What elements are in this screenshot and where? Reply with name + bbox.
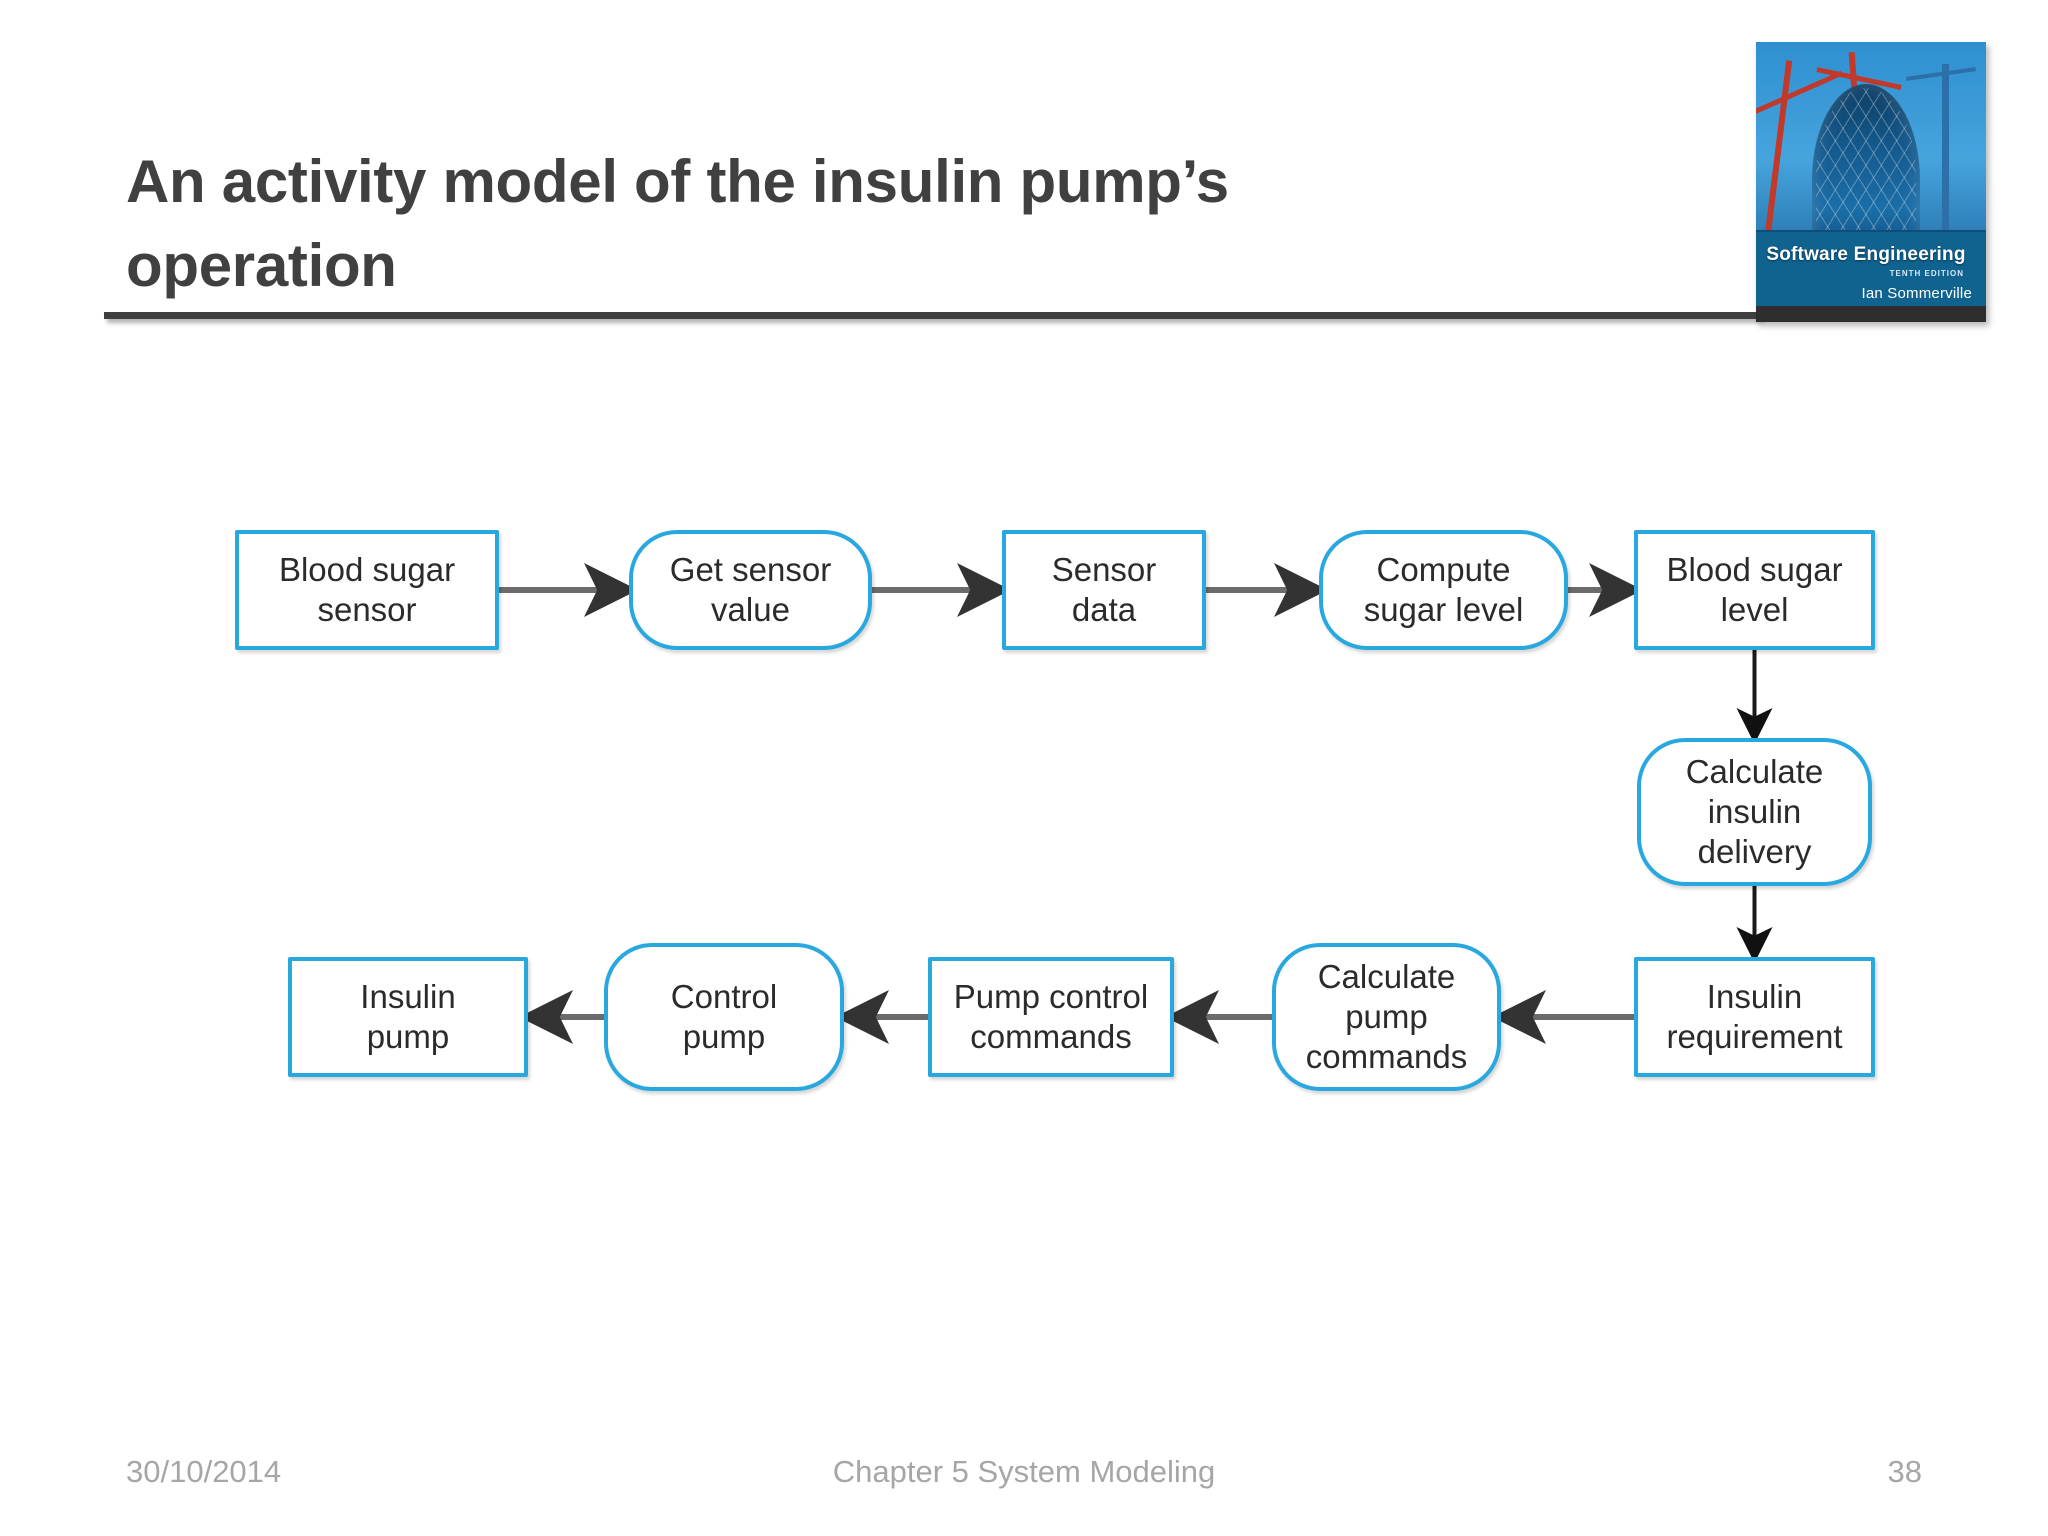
footer-date: 30/10/2014 [126, 1454, 282, 1489]
node-label: Blood sugar sensor [278, 551, 456, 628]
page-title: An activity model of the insulin pump’s … [126, 148, 1229, 300]
node-sensor-data: Sensor data [1002, 530, 1206, 650]
node-label: Sensor data [1051, 551, 1157, 628]
node-label: Blood sugar level [1666, 551, 1843, 628]
node-compute-sugar-level: Compute sugar level [1319, 530, 1568, 650]
node-get-sensor-value: Get sensor value [629, 530, 872, 650]
title-divider [104, 312, 1760, 319]
footer-page-number: 38 [1887, 1454, 1922, 1489]
cover-author: Ian Sommerville [1861, 285, 1972, 302]
crane-icon [1942, 64, 1949, 260]
node-label: Insulin requirement [1666, 978, 1843, 1055]
node-insulin-pump: Insulin pump [288, 957, 528, 1077]
node-control-pump: Control pump [604, 943, 844, 1091]
book-cover-image: Software Engineering TENTH EDITION Ian S… [1756, 42, 1986, 322]
cover-edition: TENTH EDITION [1889, 269, 1964, 278]
node-label: Compute sugar level [1363, 551, 1524, 628]
node-label: Insulin pump [360, 978, 456, 1055]
node-pump-control-commands: Pump control commands [928, 957, 1174, 1077]
node-blood-sugar-sensor: Blood sugar sensor [235, 530, 499, 650]
node-label: Pump control commands [953, 978, 1149, 1055]
node-calculate-pump-commands: Calculate pump commands [1272, 943, 1501, 1091]
node-insulin-requirement: Insulin requirement [1634, 957, 1875, 1077]
node-label: Get sensor value [669, 551, 832, 628]
node-label: Control pump [670, 978, 778, 1055]
cover-band [1756, 232, 1986, 306]
footer-chapter: Chapter 5 System Modeling [832, 1454, 1216, 1489]
node-label: Calculate pump commands [1305, 958, 1468, 1075]
node-label: Calculate insulin delivery [1685, 753, 1824, 870]
cover-title: Software Engineering [1766, 244, 1966, 265]
node-blood-sugar-level: Blood sugar level [1634, 530, 1875, 650]
cover-bottom-bar [1756, 306, 1986, 322]
node-calculate-insulin-delivery: Calculate insulin delivery [1637, 738, 1872, 886]
